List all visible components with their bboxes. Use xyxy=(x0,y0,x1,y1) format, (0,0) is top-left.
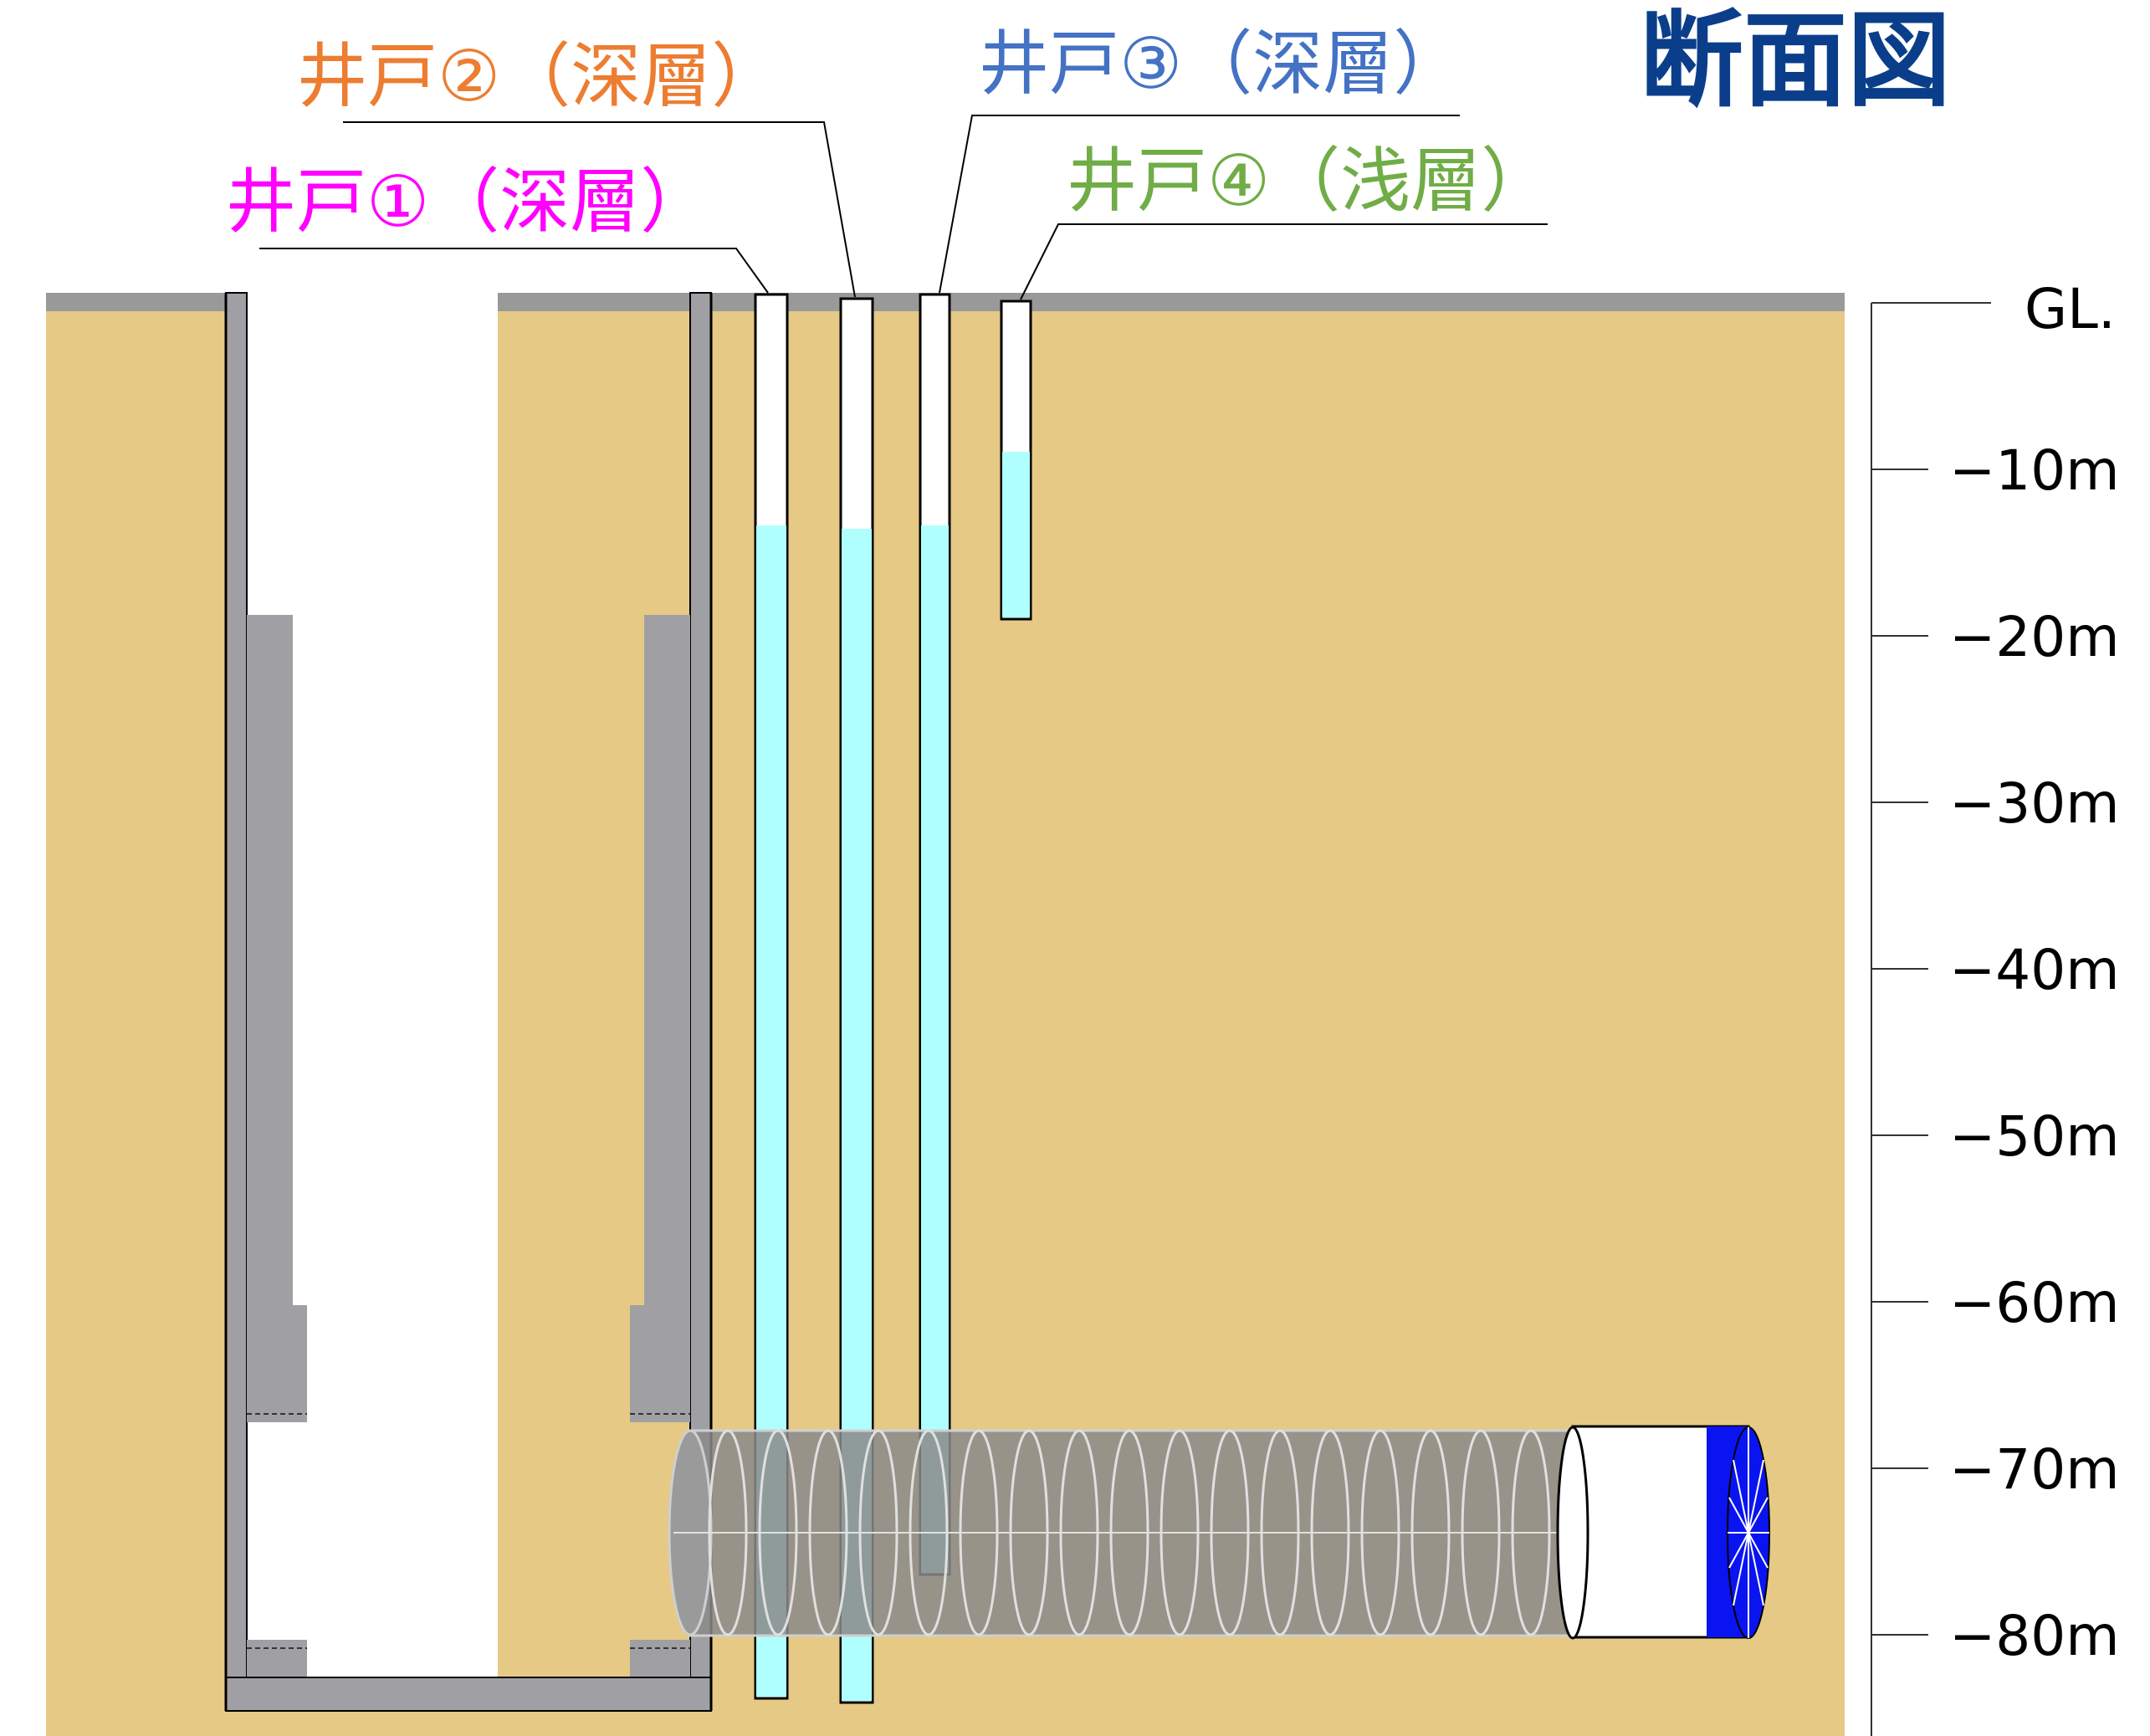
depth-scale xyxy=(1871,302,1991,1736)
depth-label: −70m xyxy=(1949,1437,2120,1502)
shield-tunnel xyxy=(668,1425,1770,1640)
well-2-label: 井戸②（深層） xyxy=(297,35,781,117)
depth-label: −10m xyxy=(1949,438,2120,503)
gl-label: GL. xyxy=(2025,277,2116,341)
depth-label: −60m xyxy=(1949,1271,2120,1335)
well-4 xyxy=(1000,300,1032,621)
depth-label: −30m xyxy=(1949,771,2120,836)
well-3-label: 井戸③（深層） xyxy=(979,23,1463,105)
well-1-label: 井戸①（深層） xyxy=(226,161,710,243)
well-3 xyxy=(919,293,951,1576)
diagram-title: 断面図 xyxy=(1640,1,1951,121)
leader-lines xyxy=(259,115,1548,300)
well-4-label: 井戸④（浅層） xyxy=(1067,140,1551,222)
depth-label: −40m xyxy=(1949,938,2120,1002)
depth-label: −80m xyxy=(1949,1604,2120,1668)
depth-label: −50m xyxy=(1949,1104,2120,1169)
depth-label: −20m xyxy=(1949,605,2120,669)
